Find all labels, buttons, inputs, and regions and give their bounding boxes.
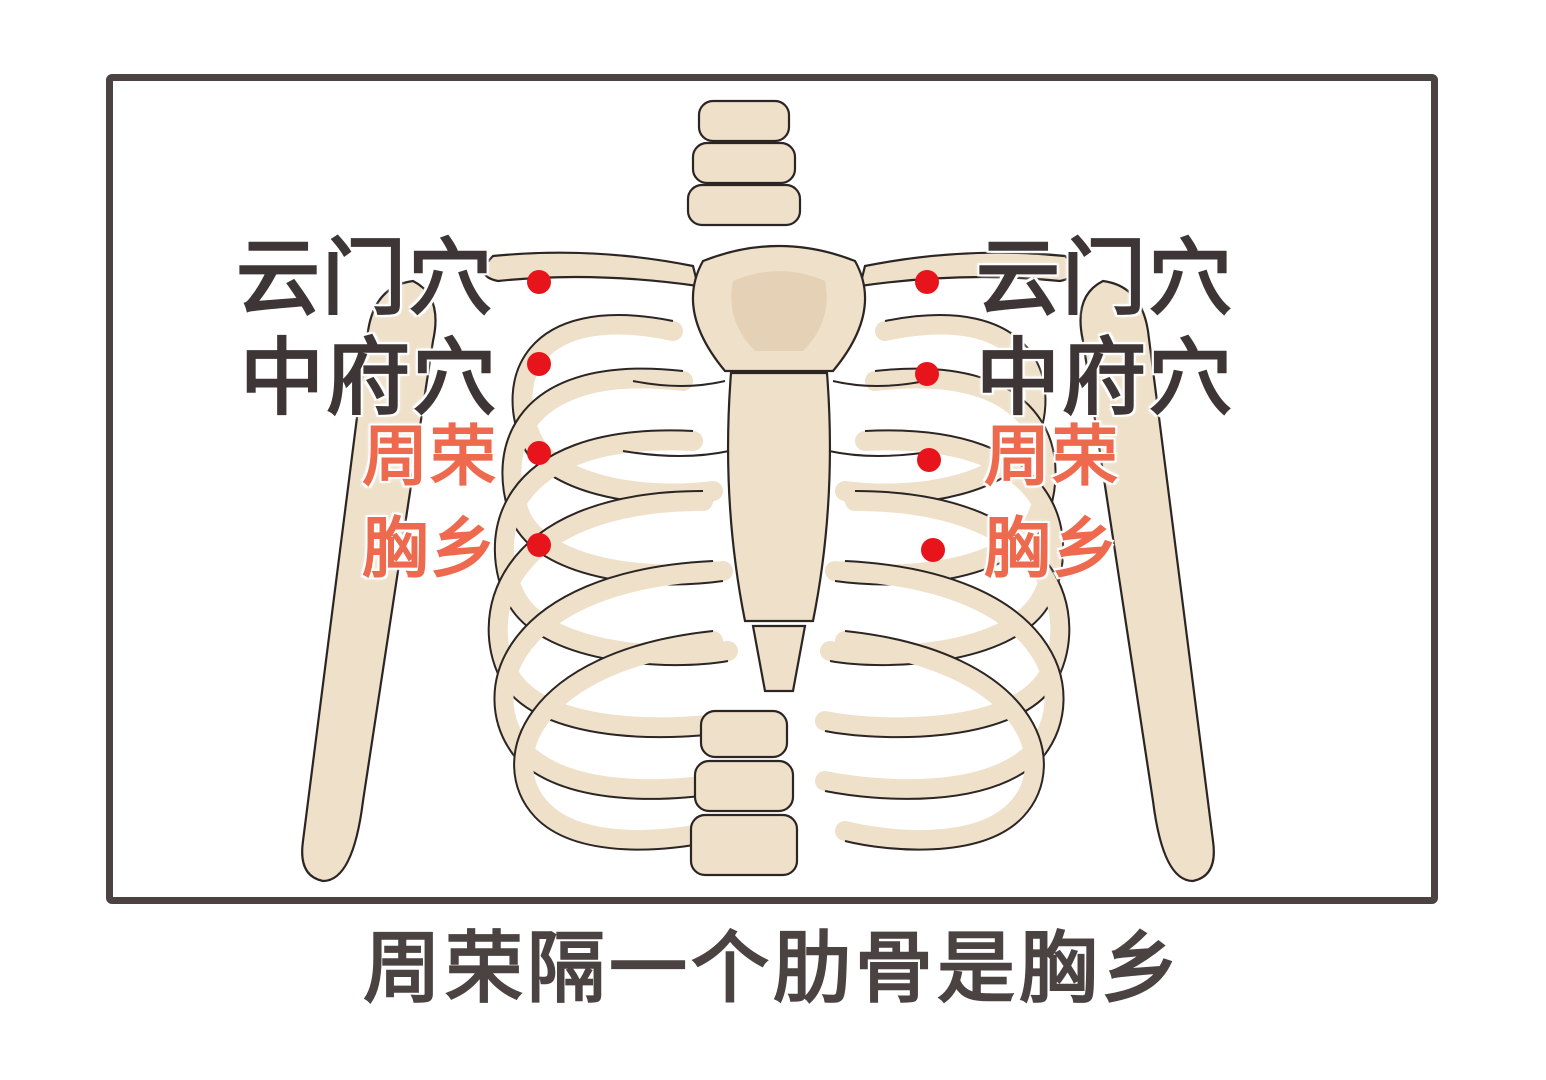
acupoint-zhourong-right xyxy=(917,448,941,472)
right-humerus xyxy=(1079,279,1215,883)
acupoint-yunmen-left xyxy=(527,270,551,294)
label-yunmen-right: 云门穴 xyxy=(976,229,1235,327)
label-xiongxiang-left: 胸乡 xyxy=(362,510,498,587)
acupoint-zhourong-left xyxy=(527,441,551,465)
spine xyxy=(686,99,802,877)
diagram-frame: .bone { fill: #efe0c9; stroke: #2b2523; … xyxy=(106,74,1438,904)
left-humerus xyxy=(301,279,437,883)
label-zhongfu-right: 中府穴 xyxy=(976,329,1235,427)
acupoint-zhongfu-left xyxy=(527,352,551,376)
acupoint-yunmen-right xyxy=(915,270,939,294)
sternum xyxy=(691,244,867,693)
label-yunmen-left: 云门穴 xyxy=(236,229,495,327)
rib-cage-illustration: .bone { fill: #efe0c9; stroke: #2b2523; … xyxy=(301,99,1215,883)
acupoint-xiongxiang-right xyxy=(921,538,945,562)
caption: 周荣隔一个肋骨是胸乡 xyxy=(362,924,1183,1014)
label-zhourong-left: 周荣 xyxy=(362,418,498,495)
acupoint-zhongfu-right xyxy=(915,362,939,386)
right-ribs xyxy=(815,314,1071,851)
label-zhongfu-left: 中府穴 xyxy=(240,329,499,427)
left-ribs xyxy=(487,314,743,851)
right-clavicle xyxy=(858,251,1075,288)
label-zhourong-right: 周荣 xyxy=(984,418,1120,495)
left-clavicle xyxy=(483,251,700,288)
label-xiongxiang-right: 胸乡 xyxy=(984,510,1120,587)
acupoint-xiongxiang-left xyxy=(527,533,551,557)
